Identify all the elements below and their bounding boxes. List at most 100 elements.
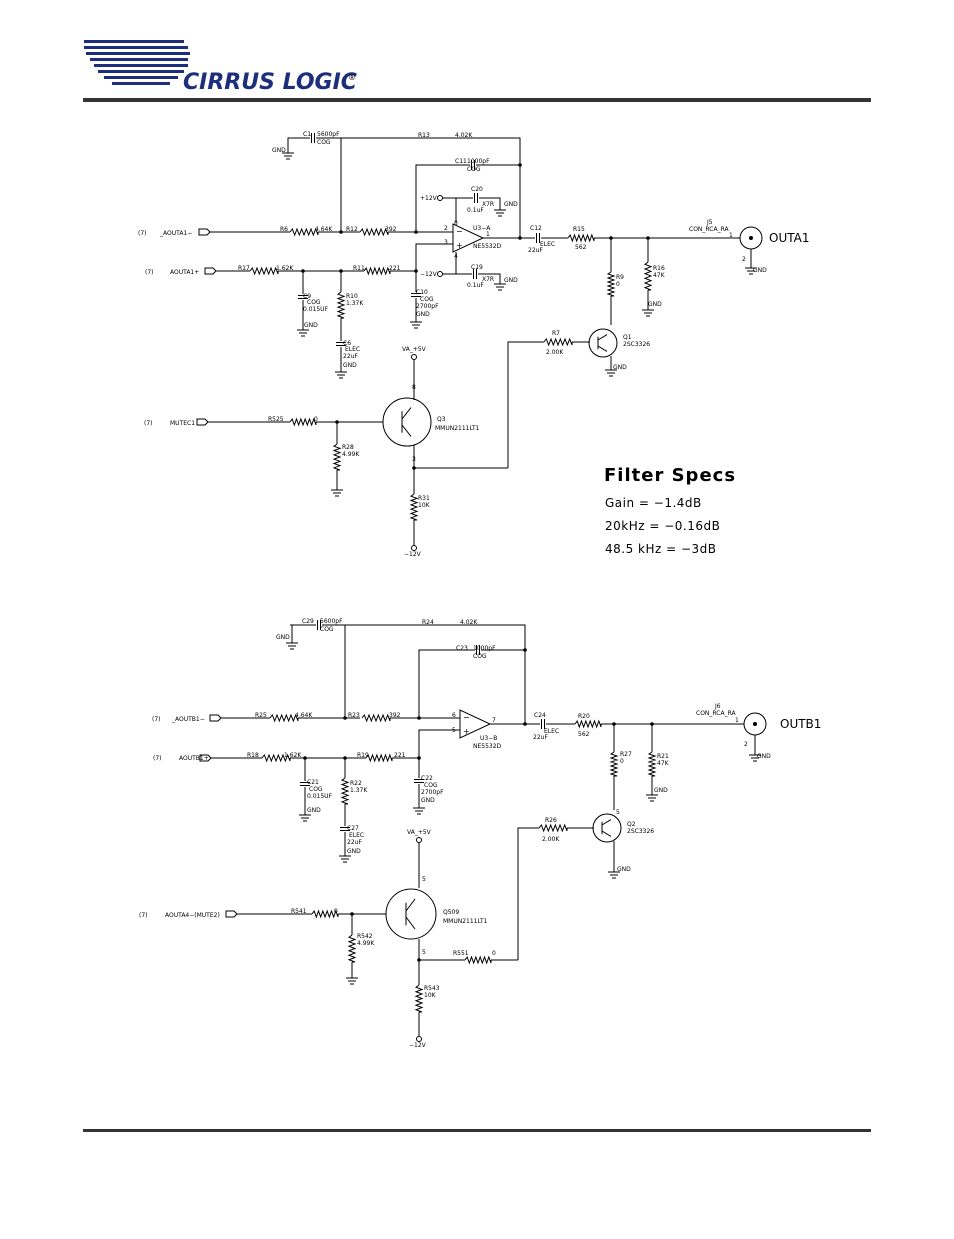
c23-value: 1000pF (473, 645, 496, 652)
r543-value: 10K (424, 992, 437, 999)
gnd-label: GND (617, 866, 631, 873)
c21-capacitor (300, 782, 310, 786)
gnd-label: GND (307, 807, 321, 814)
r17-value: 1.62K (276, 265, 294, 272)
r31-resistor (409, 493, 419, 521)
wire (322, 624, 526, 650)
r20-ref: R20 (578, 713, 590, 720)
terminal-icon (437, 271, 443, 277)
va-label: VA_+5V (407, 829, 432, 836)
ground-icon (331, 489, 343, 497)
c12-capacitor (536, 233, 540, 243)
r12-resistor (359, 227, 389, 237)
c12-dielectric: ELEC (540, 241, 555, 248)
ground-icon (413, 807, 425, 815)
r7-resistor (543, 337, 573, 347)
port-flag-icon (209, 714, 222, 722)
c29-capacitor (317, 620, 321, 630)
c1-ref: C1 (303, 131, 311, 138)
gnd-label: GND (276, 634, 290, 641)
r541-value: 0 (334, 908, 338, 915)
gnd-label: GND (343, 362, 357, 369)
ground-icon (646, 794, 658, 802)
filter-specs-title: Filter Specs (604, 465, 736, 486)
j6-ref: J6 (714, 703, 721, 710)
ground-icon (299, 814, 311, 822)
r19-value: 221 (394, 752, 406, 759)
c29-dielectric: COG (320, 626, 334, 633)
gnd-label: GND (654, 787, 668, 794)
j5-ref: J5 (706, 219, 713, 226)
opamp-minus: − (456, 227, 463, 236)
u3a-opamp-icon (452, 223, 485, 253)
wire (316, 137, 521, 165)
c21-ref: C21 (307, 779, 319, 786)
j5-part: CON_RCA_RA (689, 226, 729, 233)
c12-ref: C12 (530, 225, 542, 232)
u3a-part: NE5532D (473, 243, 502, 250)
c19-ref: C19 (471, 264, 483, 271)
ref-label: (7) (144, 420, 153, 427)
pin-label: 5 (422, 949, 426, 956)
c23-dielectric: COG (473, 653, 487, 660)
r542-ref: R542 (357, 933, 373, 940)
rca-pin (749, 236, 753, 240)
r525-resistor (289, 417, 317, 427)
c10-ref: C10 (416, 289, 428, 296)
r31-ref: R31 (418, 495, 430, 502)
c11-value: 1000pF (467, 158, 490, 165)
pin-label: 3 (444, 239, 448, 246)
transistor-body (588, 328, 618, 358)
r9-resistor (606, 271, 616, 297)
pin-label: 5 (422, 876, 426, 883)
r7-ref: R7 (552, 330, 560, 337)
c11-dielectric: COG (467, 166, 481, 173)
wire (392, 729, 460, 759)
wire (390, 243, 453, 272)
transistor-body (385, 888, 437, 940)
junction-dot (523, 722, 527, 726)
r27-ref: R27 (620, 751, 632, 758)
c20-ref: C20 (471, 186, 483, 193)
c27-value: 22uF (347, 839, 362, 846)
r20-value: 562 (578, 731, 590, 738)
r21-resistor (647, 751, 657, 777)
pin-label: 8 (454, 220, 458, 227)
q2-ref: Q2 (627, 821, 636, 828)
c10-dielectric: COG (420, 296, 434, 303)
pin-label: 2 (444, 225, 448, 232)
port-flag-icon (198, 228, 211, 236)
r13-ref: R13 (418, 132, 430, 139)
ground-icon (335, 371, 347, 379)
gnd-label: GND (504, 201, 518, 208)
c22-capacitor (414, 779, 424, 783)
r11-ref: R11 (353, 265, 365, 272)
ground-icon (745, 267, 757, 275)
r10-value: 1.37K (346, 300, 364, 307)
r25-ref: R25 (255, 712, 267, 719)
transistor-collector (401, 407, 412, 420)
c11-capacitor (471, 160, 475, 170)
gnd-label: GND (421, 797, 435, 804)
r23-value: 392 (389, 712, 401, 719)
c27-capacitor (340, 827, 350, 831)
c9-capacitor (298, 295, 308, 299)
r23-ref: R23 (348, 712, 360, 719)
pin-label: 3 (412, 456, 416, 463)
c6-capacitor (336, 342, 346, 346)
rca-connector-icon (739, 226, 763, 250)
r9-value: 0 (616, 281, 620, 288)
q509-transistor-icon (385, 888, 437, 940)
r15-value: 562 (575, 244, 587, 251)
r19-ref: R19 (357, 752, 369, 759)
ground-icon (346, 977, 358, 985)
u3a-ref: U3−A (473, 225, 491, 232)
gnd-label: GND (613, 364, 627, 371)
junction-dot (414, 230, 418, 234)
gnd-label: GND (272, 147, 286, 154)
c6-value: 22uF (343, 353, 358, 360)
pin-label: 1 (486, 231, 490, 238)
r24-ref: R24 (422, 619, 434, 626)
